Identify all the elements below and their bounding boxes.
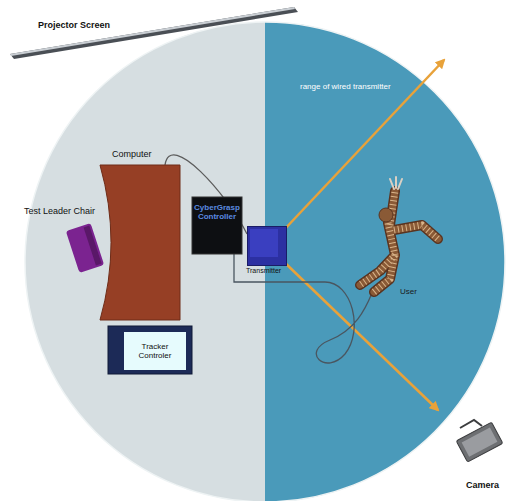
projector-screen: Projector Screen bbox=[8, 4, 300, 60]
computer-desk: Computer bbox=[100, 165, 180, 320]
node-label: Tracker Controler bbox=[126, 342, 184, 360]
test-leader-chair: Test Leader Chair bbox=[68, 222, 102, 274]
test-leader-chair-shape bbox=[68, 222, 102, 274]
user-figure: User bbox=[350, 175, 445, 295]
node-label: Computer bbox=[112, 149, 152, 159]
camera-shape bbox=[452, 416, 508, 470]
user-figure-shape bbox=[350, 175, 445, 295]
cable bbox=[234, 254, 372, 363]
room-left-half bbox=[25, 22, 265, 501]
computer-desk-shape bbox=[100, 165, 180, 320]
camera: Camera bbox=[452, 416, 508, 470]
projector-screen-shape bbox=[8, 4, 300, 60]
tracker-controller-box: Tracker Controler bbox=[108, 326, 192, 374]
node-label: User bbox=[400, 287, 417, 296]
node-label: Camera bbox=[466, 480, 499, 490]
transmitter-box-shape bbox=[247, 226, 287, 266]
transmitter-box: Transmitter bbox=[247, 226, 287, 266]
range-arrow bbox=[282, 60, 444, 232]
room-right-half bbox=[265, 22, 505, 501]
node-label: Transmitter bbox=[246, 267, 281, 275]
range-label: range of wired transmitter bbox=[300, 82, 391, 91]
node-label: Test Leader Chair bbox=[24, 206, 95, 216]
cybergrasp-controller-box: CyberGrasp Controller bbox=[192, 197, 242, 254]
node-label: CyberGrasp Controller bbox=[194, 203, 240, 221]
room-outline bbox=[25, 22, 505, 501]
node-label: Projector Screen bbox=[38, 20, 110, 30]
